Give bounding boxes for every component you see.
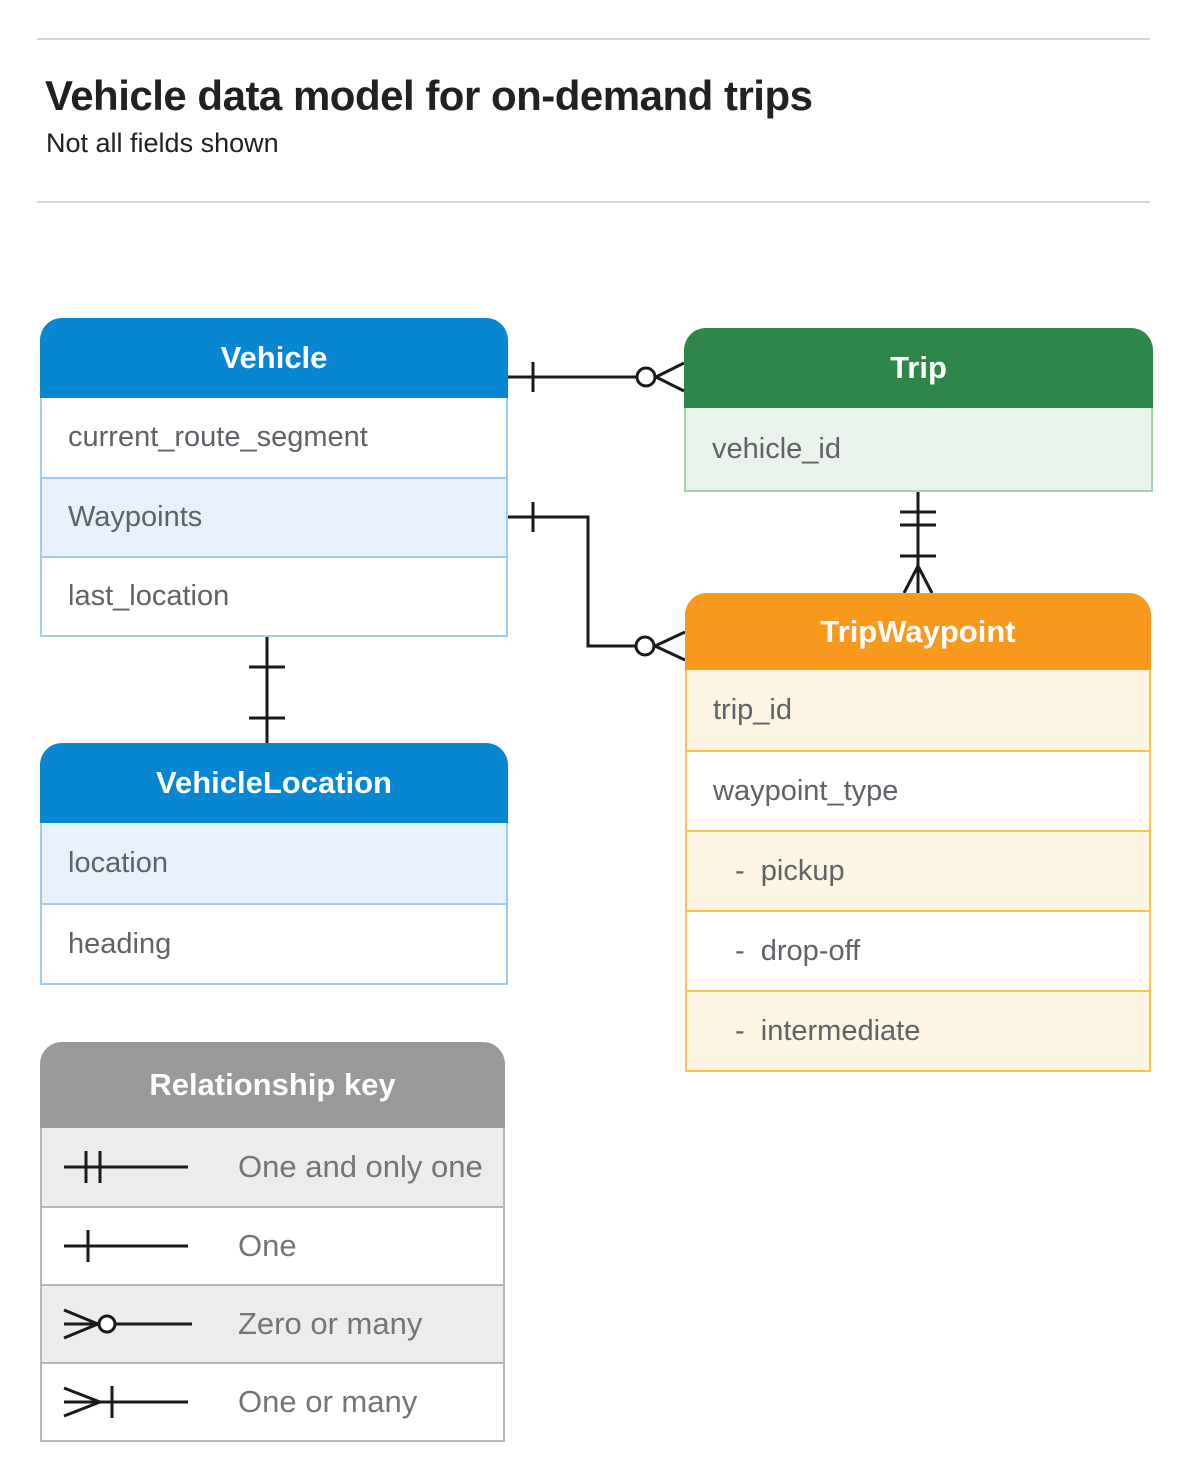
entity-body-vehicle: current_route_segment Waypoints last_loc… — [40, 398, 508, 637]
key-row-zero-or-many: Zero or many — [42, 1284, 503, 1362]
key-row-one-or-many: One or many — [42, 1362, 503, 1440]
key-label: One and only one — [238, 1149, 483, 1184]
field-row-location: location — [42, 823, 506, 903]
field-label: - intermediate — [735, 1014, 921, 1047]
connector-vehicle-vehiclelocation — [249, 635, 285, 743]
field-row-current-route-segment: current_route_segment — [42, 398, 506, 477]
field-row-waypoint-type: waypoint_type — [687, 750, 1149, 830]
entity-title-vehicle: Vehicle — [220, 340, 328, 375]
key-label: One or many — [238, 1384, 418, 1419]
key-label: One — [238, 1228, 297, 1263]
entity-title-vehiclelocation: VehicleLocation — [155, 765, 392, 800]
one-and-only-one-icon — [64, 1151, 188, 1183]
one-or-many-icon — [63, 1386, 188, 1418]
key-label: Zero or many — [238, 1306, 423, 1341]
entity-body-trip: vehicle_id — [684, 408, 1153, 492]
field-label: waypoint_type — [713, 774, 899, 807]
key-row-one: One — [42, 1206, 503, 1284]
field-label: vehicle_id — [712, 432, 841, 465]
divider-under-subtitle — [37, 201, 1150, 203]
one-icon — [64, 1230, 188, 1262]
zero-or-many-icon — [63, 1308, 192, 1340]
field-label: heading — [68, 927, 172, 960]
entity-header-trip: Trip — [684, 328, 1153, 408]
entity-table-vehiclelocation: VehicleLocation location heading — [40, 743, 508, 985]
entity-title-tripwaypoint: TripWaypoint — [820, 613, 1016, 649]
field-row-drop-off: - drop-off — [687, 910, 1149, 990]
entity-body-tripwaypoint: trip_id waypoint_type - pickup - drop-of… — [685, 670, 1151, 1072]
divider-top — [37, 38, 1150, 40]
relationship-key: Relationship key One and only one One — [40, 1042, 505, 1442]
field-label: Waypoints — [68, 501, 203, 533]
field-row-last-location: last_location — [42, 556, 506, 635]
entity-body-vehiclelocation: location heading — [40, 823, 508, 985]
entity-table-tripwaypoint: TripWaypoint trip_id waypoint_type - pic… — [685, 593, 1151, 1072]
field-label: - pickup — [735, 854, 845, 887]
field-row-pickup: - pickup — [687, 830, 1149, 910]
relationship-key-title: Relationship key — [149, 1067, 396, 1102]
entity-header-vehiclelocation: VehicleLocation — [40, 743, 508, 823]
field-row-vehicle-id: vehicle_id — [686, 408, 1151, 490]
connector-trip-tripwaypoint — [900, 490, 936, 594]
field-label: - drop-off — [735, 934, 861, 967]
page-title: Vehicle data model for on-demand trips — [45, 72, 813, 119]
entity-header-vehicle: Vehicle — [40, 318, 508, 398]
connector-vehicle-trip — [508, 361, 685, 393]
field-label: trip_id — [713, 693, 792, 726]
page-subtitle: Not all fields shown — [46, 128, 279, 158]
entity-table-trip: Trip vehicle_id — [684, 328, 1153, 492]
field-label: location — [68, 846, 168, 879]
relationship-key-header: Relationship key — [40, 1042, 505, 1128]
field-row-heading: heading — [42, 903, 506, 983]
entity-header-tripwaypoint: TripWaypoint — [685, 593, 1151, 670]
connector-waypoints-tripwaypoint — [508, 502, 686, 662]
field-row-waypoints: Waypoints — [42, 477, 506, 556]
entity-table-vehicle: Vehicle current_route_segment Waypoints … — [40, 318, 508, 637]
entity-title-trip: Trip — [890, 350, 947, 385]
relationship-key-body: One and only one One Zero or many — [40, 1128, 505, 1442]
field-row-intermediate: - intermediate — [687, 990, 1149, 1070]
field-row-trip-id: trip_id — [687, 670, 1149, 750]
field-label: current_route_segment — [68, 421, 368, 453]
key-row-one-and-only-one: One and only one — [42, 1128, 503, 1206]
field-label: last_location — [68, 580, 230, 612]
